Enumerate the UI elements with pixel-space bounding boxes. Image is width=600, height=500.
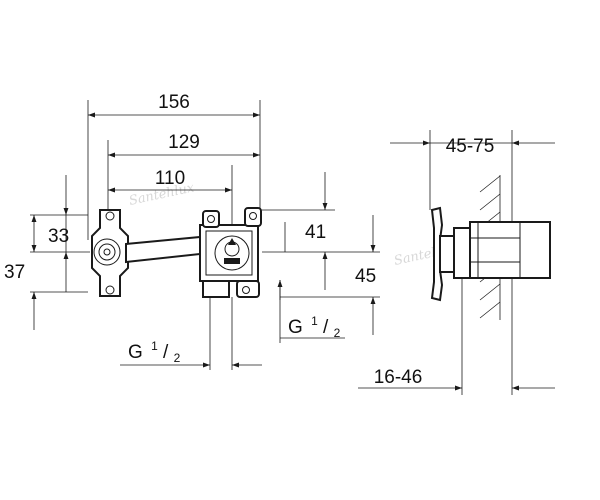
valve-lug-top-right	[244, 207, 262, 227]
side-housing	[469, 221, 551, 279]
dim-label-33: 33	[48, 226, 69, 247]
dim-label-110: 110	[155, 168, 185, 189]
left-outlet-center	[103, 248, 111, 256]
left-screw-hole-top	[105, 211, 115, 221]
valve-inner-frame	[205, 230, 253, 276]
dim-label-16-46: 16-46	[374, 367, 423, 388]
side-view	[429, 130, 551, 395]
left-screw-hole-bottom	[105, 285, 115, 295]
thread-left-letter: G	[128, 342, 143, 363]
thread-left-numerator: 1	[151, 339, 158, 353]
valve-lug-bottom-right	[236, 280, 260, 298]
thread-label-left: G 1 / 2	[128, 334, 181, 365]
dim-label-156: 156	[158, 92, 190, 113]
dim-label-129: 129	[168, 132, 200, 153]
valve-label-plate	[224, 258, 240, 264]
left-outlet-flange	[93, 238, 121, 266]
dim-label-45: 45	[355, 266, 376, 287]
svg-text:G 1 / 2: G 1 / 2	[128, 334, 181, 365]
valve-cartridge-outer	[214, 235, 250, 271]
side-flange	[430, 206, 444, 302]
dim-label-41: 41	[305, 222, 326, 243]
connecting-pipe	[125, 235, 201, 264]
thread-right-letter: G	[288, 317, 303, 338]
valve-direction-mark	[228, 238, 236, 245]
valve-lug-top-left	[202, 210, 220, 228]
dim-label-37: 37	[4, 262, 25, 283]
thread-left-denominator: 2	[174, 351, 181, 365]
thread-label-right: G 1 / 2	[288, 309, 341, 340]
valve-body	[199, 224, 259, 282]
side-flange-neck	[439, 235, 455, 273]
svg-text:G 1 / 2: G 1 / 2	[288, 309, 341, 340]
side-view-dimensions	[358, 140, 555, 391]
valve-outlet-stub	[202, 280, 230, 298]
thread-right-denominator: 2	[334, 326, 341, 340]
thread-right-numerator: 1	[311, 314, 318, 328]
dim-label-45-75: 45-75	[446, 136, 495, 157]
front-view-dimensions	[31, 112, 376, 368]
front-view	[30, 100, 380, 370]
left-outlet-bore	[98, 243, 116, 261]
